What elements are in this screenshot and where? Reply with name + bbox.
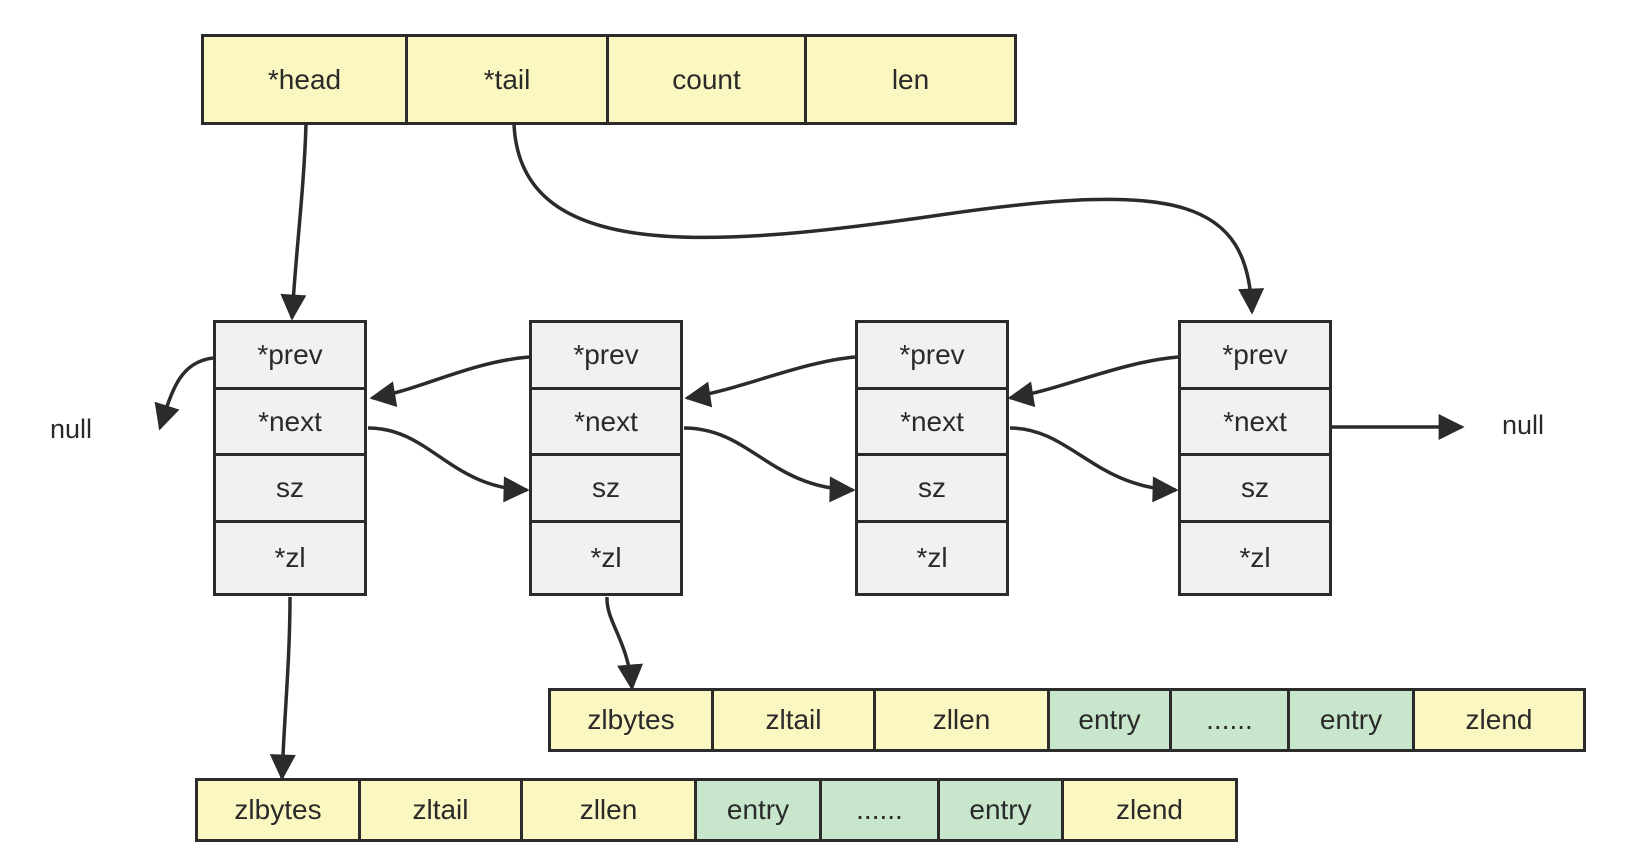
ziplist-lower-zlend: zlend: [1061, 778, 1238, 842]
node4-field-zl: *zl: [1178, 520, 1332, 596]
ziplist-lower-entry-5: entry: [937, 778, 1064, 842]
node4-field-prev: *prev: [1178, 320, 1332, 390]
ziplist-upper-ellipsis-4: ......: [1169, 688, 1290, 752]
ziplist-lower-zltail: zltail: [358, 778, 523, 842]
node3-next-arrow: [1009, 426, 1179, 503]
node1-field-zl: *zl: [213, 520, 367, 596]
ziplist-upper-zlend: zlend: [1412, 688, 1586, 752]
first-prev-to-null-arrow: [154, 356, 214, 431]
node4-field-next: *next: [1178, 387, 1332, 456]
node1-field-prev: *prev: [213, 320, 367, 390]
node2-field-next: *next: [529, 387, 683, 456]
null-left-label: null: [50, 414, 93, 444]
node2-field-zl: *zl: [529, 520, 683, 596]
ziplist-lower-zlbytes: zlbytes: [195, 778, 361, 842]
node1-field-next: *next: [213, 387, 367, 456]
node4-field-sz: sz: [1178, 453, 1332, 523]
quicklist-field-head: *head: [201, 34, 408, 125]
ziplist-lower-zllen: zllen: [520, 778, 697, 842]
node3-field-zl: *zl: [855, 520, 1009, 596]
tail-to-last-node-arrow: [512, 123, 1265, 315]
ziplist-lower-ellipsis-4: ......: [819, 778, 940, 842]
ziplist-lower-entry-3: entry: [694, 778, 822, 842]
node3-field-sz: sz: [855, 453, 1009, 523]
quicklist-field-count: count: [606, 34, 807, 125]
ziplist-upper-entry-5: entry: [1287, 688, 1415, 752]
node1-zl-to-ziplist-arrow: [269, 596, 296, 781]
quicklist-field-len: len: [804, 34, 1017, 125]
node2-field-sz: sz: [529, 453, 683, 523]
node3-field-prev: *prev: [855, 320, 1009, 390]
node2-zl-to-ziplist-arrow: [605, 596, 644, 691]
ziplist-upper-zllen: zllen: [873, 688, 1050, 752]
node3-prev-arrow: [684, 355, 856, 408]
node4-prev-arrow: [1007, 355, 1179, 408]
quicklist-field-tail: *tail: [405, 34, 609, 125]
null-right-label: null: [1502, 410, 1545, 440]
ziplist-upper-zltail: zltail: [711, 688, 876, 752]
node1-next-arrow: [367, 426, 530, 503]
node2-field-prev: *prev: [529, 320, 683, 390]
ziplist-upper-zlbytes: zlbytes: [548, 688, 714, 752]
node2-next-arrow: [683, 426, 856, 503]
node2-prev-arrow: [369, 355, 530, 407]
head-to-first-node-arrow: [280, 123, 308, 321]
ziplist-upper-entry-3: entry: [1047, 688, 1172, 752]
node1-field-sz: sz: [213, 453, 367, 523]
node3-field-next: *next: [855, 387, 1009, 456]
